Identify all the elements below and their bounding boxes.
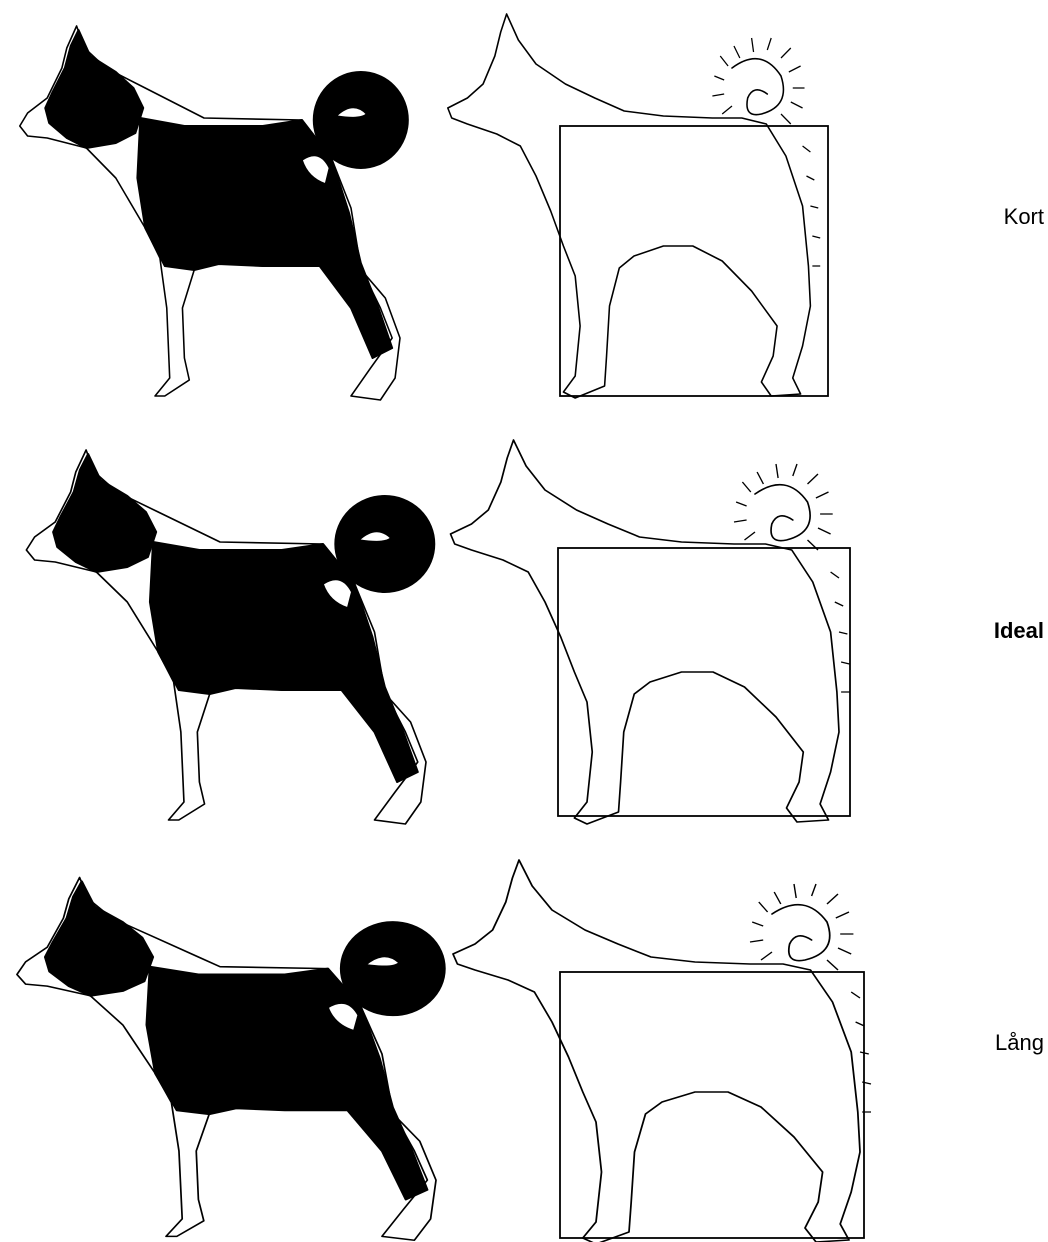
dog-outline-ideal — [451, 440, 850, 824]
row-label-kort: Kort — [1004, 204, 1044, 230]
row-kort — [20, 14, 828, 400]
row-lang — [17, 860, 871, 1242]
proportion-box-kort — [560, 126, 828, 396]
dog-outline-kort — [448, 14, 820, 398]
row-label-lang: Lång — [995, 1030, 1044, 1056]
proportion-box-ideal — [558, 548, 850, 816]
row-label-ideal: Ideal — [994, 618, 1044, 644]
dog-silhouette-kort — [20, 26, 408, 400]
dog-silhouette-lang — [17, 877, 445, 1240]
row-ideal — [26, 440, 850, 824]
dog-outline-lang — [453, 860, 871, 1242]
dog-silhouette-ideal — [26, 450, 434, 824]
